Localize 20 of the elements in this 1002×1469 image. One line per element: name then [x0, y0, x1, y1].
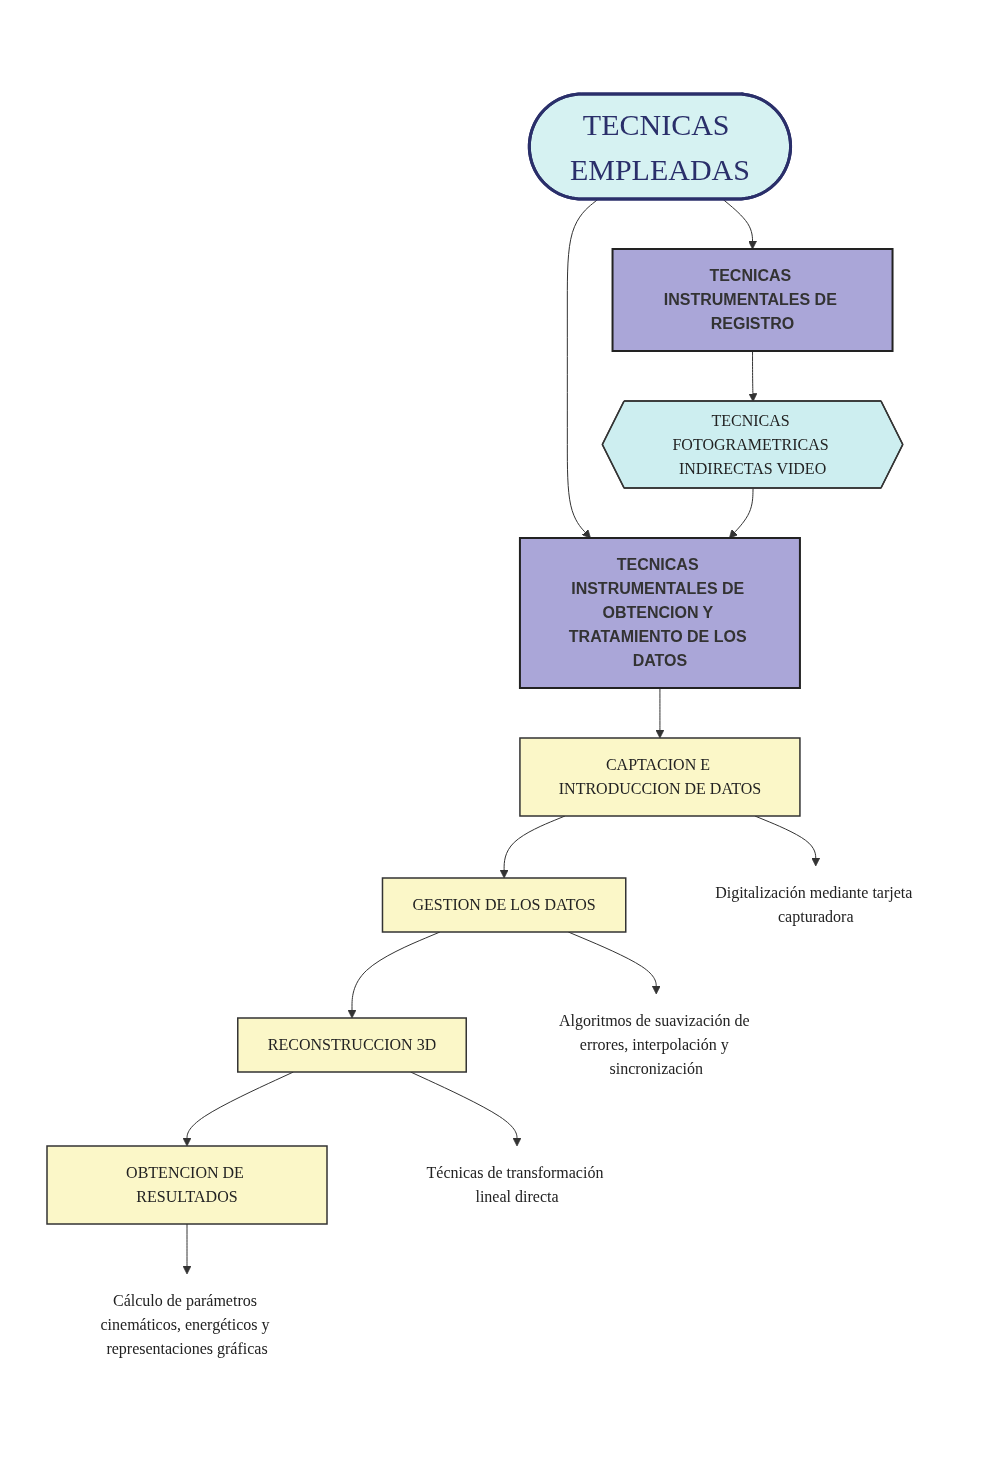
node-text: Algoritmos de suavización de errores, interpolación y sincronización [558, 1011, 750, 1077]
node-box: OBTENCION DE RESULTADOS [45, 1144, 328, 1225]
node-text: Cálculo de parámetros cinemáticos, energéticos y representaciones gráficas [100, 1291, 270, 1357]
node-box: GESTION DE LOS DATOS [381, 876, 627, 933]
arrow [182, 1223, 192, 1274]
arrow [728, 487, 754, 538]
node-box: TECNICAS INSTRUMENTALES DE REGISTRO [611, 247, 894, 352]
arrow [566, 198, 598, 538]
arrow [754, 815, 820, 866]
arrow [499, 815, 566, 878]
arrow [347, 931, 441, 1018]
node-box: TECNICAS INSTRUMENTALES DE OBTENCION Y TRATAMIENTO DE LOS DATOS [518, 536, 801, 689]
arrow [182, 1071, 294, 1146]
arrow [722, 198, 757, 249]
node-box: CAPTACION E INTRODUCCION DE DATOS [518, 736, 801, 817]
node-text: Digitalización mediante tarjeta capturadora [714, 883, 912, 925]
arrow [655, 687, 664, 738]
arrow [748, 350, 757, 402]
node-text: Técnicas de transformación lineal directa [426, 1163, 604, 1205]
node-box: RECONSTRUCCION 3D [236, 1016, 467, 1073]
